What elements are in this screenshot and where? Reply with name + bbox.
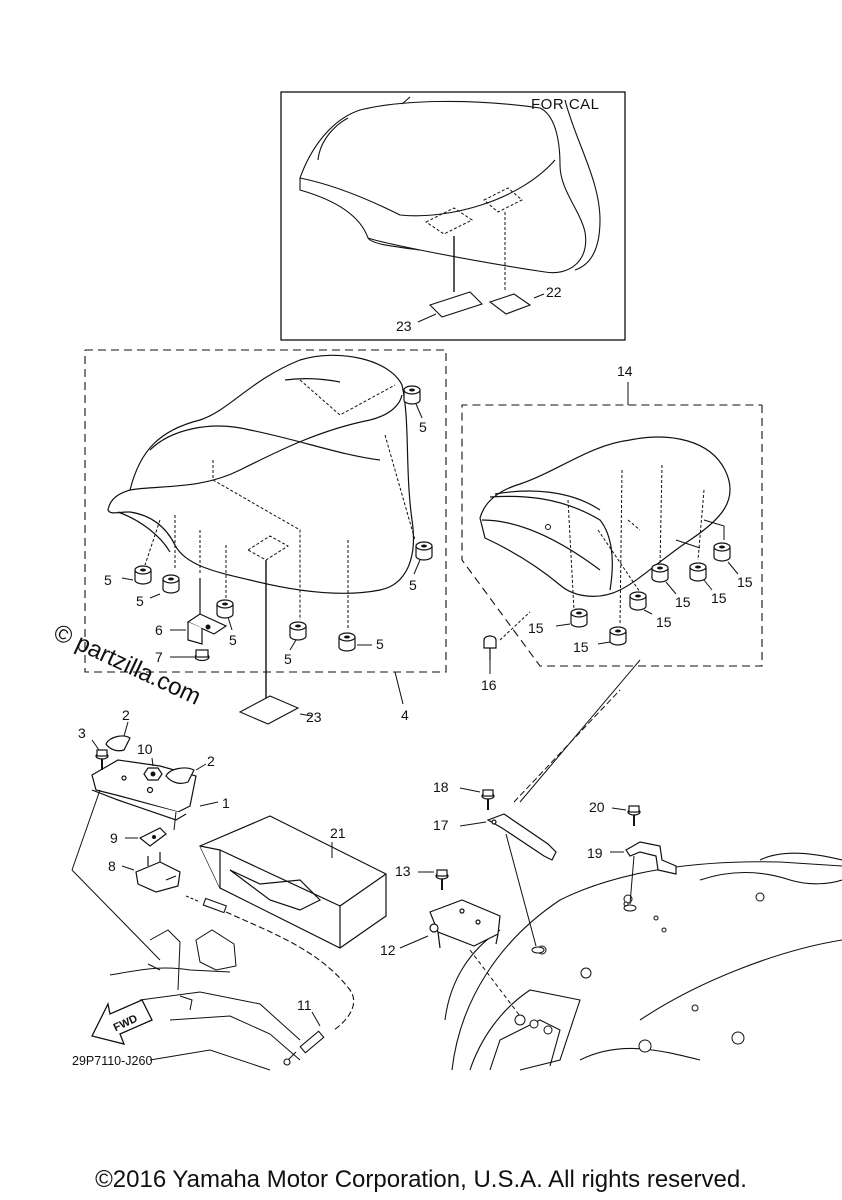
bolt-16 <box>483 635 497 660</box>
cap-2b <box>165 767 195 784</box>
patch-22 <box>488 293 532 315</box>
bracket-6 <box>186 578 228 645</box>
callout-10: 10 <box>137 741 153 757</box>
callout-18: 18 <box>433 779 449 795</box>
bolt-18 <box>481 789 495 811</box>
callout-13: 13 <box>395 863 411 879</box>
callout-7: 7 <box>155 649 163 665</box>
callout-20: 20 <box>589 799 605 815</box>
callout-21: 21 <box>330 825 346 841</box>
callout-5g: 5 <box>376 636 384 652</box>
rider-seat <box>107 354 414 594</box>
frame-sketch-right <box>444 852 842 1071</box>
partzilla-watermark: © partzilla.com <box>49 619 205 711</box>
callout-6: 6 <box>155 622 163 638</box>
callout-15a: 15 <box>737 574 753 590</box>
callout-15c: 15 <box>675 594 691 610</box>
bolt-13 <box>435 869 449 891</box>
frame-sketch-left <box>109 929 301 1071</box>
forward-arrow: FWD <box>91 999 153 1045</box>
patch-23-inset <box>428 291 484 318</box>
callout-19: 19 <box>587 845 603 861</box>
stay-17 <box>486 813 557 861</box>
bracket-12-frame-mount <box>514 1014 553 1035</box>
callout-2b: 2 <box>207 753 215 769</box>
inset-seat <box>299 96 601 274</box>
plate-9 <box>138 827 167 847</box>
callout-2a: 2 <box>122 707 130 723</box>
callout-15e: 15 <box>528 620 544 636</box>
damper-nut-15 <box>570 542 731 646</box>
callout-22: 22 <box>546 284 562 300</box>
battery-box-21 <box>199 815 387 949</box>
passenger-seat-assembly-14: 14 <box>461 363 763 693</box>
passenger-seat <box>479 436 731 597</box>
callout-14: 14 <box>617 363 633 379</box>
nut-10 <box>143 767 163 781</box>
callout-5a: 5 <box>419 419 427 435</box>
callout-5e: 5 <box>229 632 237 648</box>
callout-4: 4 <box>401 707 409 723</box>
callout-8: 8 <box>108 858 116 874</box>
bracket-hole <box>205 624 211 630</box>
passenger-seat-dashed-details <box>567 464 705 626</box>
callout-1: 1 <box>222 795 230 811</box>
stay-19 <box>625 841 677 875</box>
lock-guide-lines <box>71 789 177 961</box>
callout-23-inset: 23 <box>396 318 412 334</box>
callout-11: 11 <box>297 997 312 1013</box>
callout-15b: 15 <box>711 590 727 606</box>
seat-dashed-details <box>144 379 416 630</box>
damper-nut-5 <box>134 385 433 652</box>
callout-5c: 5 <box>104 572 112 588</box>
seat-assembly-4: 23 5 5 5 5 5 5 5 <box>84 349 447 725</box>
inset-for-cal: FOR CAL 22 23 <box>280 91 626 341</box>
callout-5d: 5 <box>136 593 144 609</box>
callout-5f: 5 <box>284 651 292 667</box>
diagram-code: 29P7110-J260 <box>72 1054 152 1068</box>
cap-2a <box>105 735 131 752</box>
copyright-footer: ©2016 Yamaha Motor Corporation, U.S.A. A… <box>95 1166 747 1193</box>
callout-15f: 15 <box>573 639 589 655</box>
patch-23-seat <box>238 695 300 725</box>
callout-15d: 15 <box>656 614 672 630</box>
lock-8 <box>135 852 181 893</box>
callout-5b: 5 <box>409 577 417 593</box>
bolt-20 <box>627 805 641 827</box>
callout-12: 12 <box>380 942 396 958</box>
callout-23-seat: 23 <box>306 709 322 725</box>
callout-17: 17 <box>433 817 449 833</box>
collar-7 <box>194 649 210 662</box>
inset-label: FOR CAL <box>531 96 600 113</box>
inset-patch-outlines <box>425 187 523 292</box>
callout-3: 3 <box>78 725 86 741</box>
lock-hook-bracket-12 <box>429 899 501 949</box>
callout-16: 16 <box>481 677 497 693</box>
callout-9: 9 <box>110 830 118 846</box>
seat-lock-cable-11 <box>185 895 355 1066</box>
